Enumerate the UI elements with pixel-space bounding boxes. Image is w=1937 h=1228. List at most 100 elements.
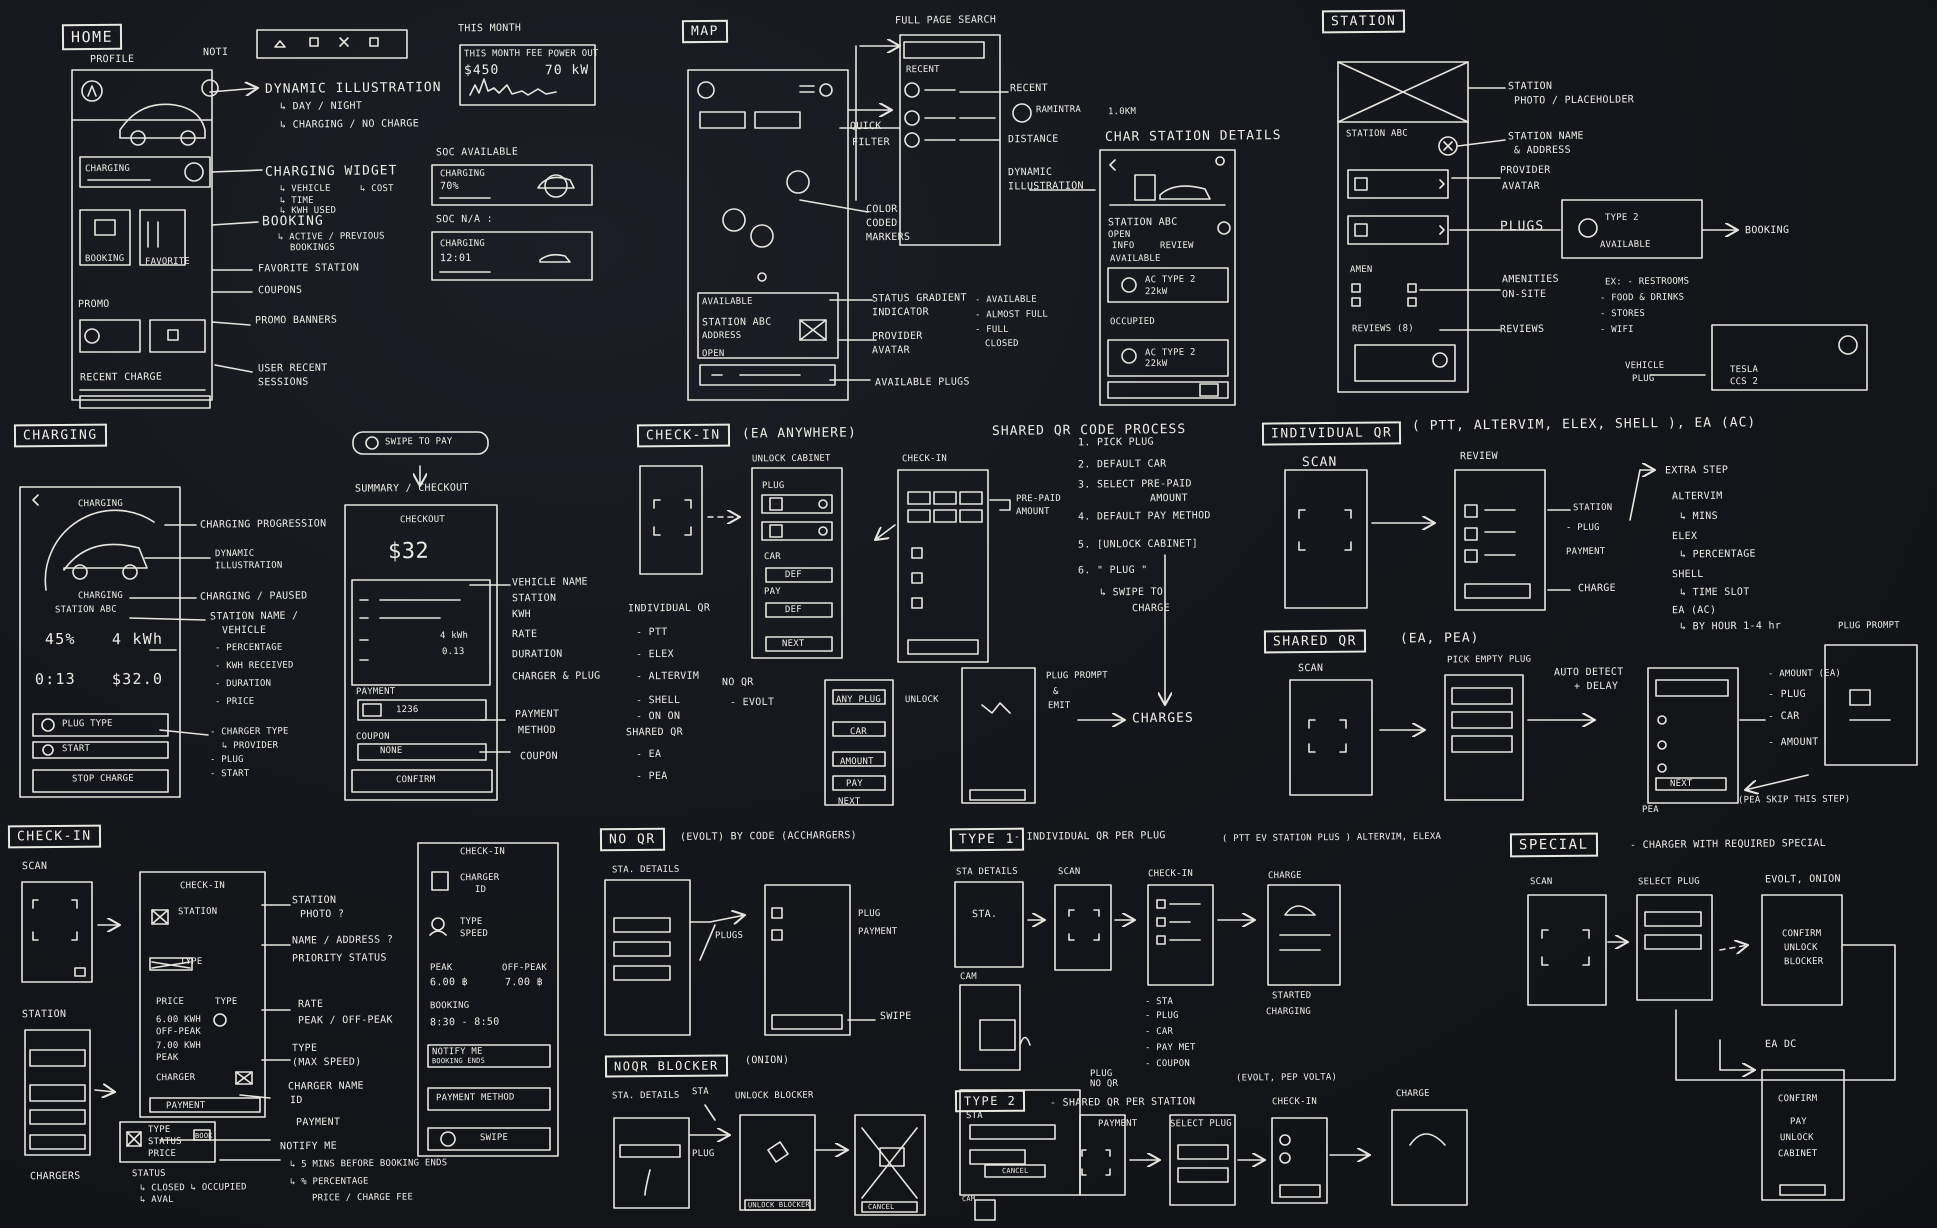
section-title-indqr: INDIVIDUAL QR bbox=[1261, 421, 1402, 446]
ea-next-button[interactable]: NEXT bbox=[781, 638, 805, 650]
ea-prepaid: PRE-PAID bbox=[1015, 493, 1061, 505]
ea-step-3-amount: AMOUNT bbox=[1149, 492, 1188, 505]
ea-step-5: 5. [UNLOCK CABINET] bbox=[1077, 538, 1199, 551]
charging-p-percentage: - PERCENTAGE bbox=[214, 642, 283, 654]
map-d-plug-2: AC TYPE 2 bbox=[1144, 347, 1196, 359]
type1-cam: CAM bbox=[959, 971, 977, 983]
checkin-typebox-book[interactable]: BOOK bbox=[194, 1131, 213, 1141]
noqr-unlock-button[interactable]: UNLOCK BLOCKER bbox=[747, 1200, 810, 1210]
home-promo-banners: PROMO BANNERS bbox=[254, 314, 338, 327]
checkin-notify-2: ↳ % PERCENTAGE bbox=[289, 1176, 369, 1188]
checkin-price-label: PRICE bbox=[155, 996, 185, 1008]
ea-step-6-charge: CHARGE bbox=[1131, 602, 1170, 615]
map-status-closed: CLOSED bbox=[984, 338, 1019, 350]
charging-provider: ↳ PROVIDER bbox=[221, 740, 279, 752]
section-title-charging: CHARGING bbox=[13, 423, 107, 448]
checkin-typebox-status: STATUS bbox=[147, 1136, 182, 1148]
ea-step-3: 3. SELECT PRE-PAID bbox=[1077, 478, 1192, 491]
station-amenities: AMENITIES bbox=[1501, 273, 1559, 286]
noqr-sta-details-2: STA. DETAILS bbox=[611, 1090, 680, 1102]
ea-m-anyplug: ANY PLUG bbox=[835, 694, 881, 706]
home-widget-cost: ↳ COST bbox=[359, 183, 394, 195]
type2-payment: PAYMENT bbox=[1097, 1118, 1138, 1130]
payment-method-button[interactable]: PAYMENT METHOD bbox=[435, 1092, 515, 1104]
swipe-to-pay-button[interactable]: SWIPE TO PAY bbox=[384, 436, 453, 448]
checkin-detail-offpeak: OFF-PEAK bbox=[501, 962, 547, 974]
ea-ind-shell: - SHELL bbox=[635, 694, 681, 707]
ea-ind-elex: - ELEX bbox=[635, 648, 674, 661]
checkin-detail-type: TYPE bbox=[459, 916, 483, 928]
special-unlock: UNLOCK bbox=[1783, 942, 1818, 954]
home-charging-box: CHARGING bbox=[84, 163, 130, 175]
ea-flow-frames bbox=[640, 466, 1165, 805]
station-reviews: REVIEWS bbox=[1499, 323, 1545, 336]
ea-step-1: 1. PICK PLUG bbox=[1077, 436, 1154, 449]
map-recent-list-label: RECENT bbox=[905, 64, 940, 76]
ea-step-2: 2. DEFAULT CAR bbox=[1077, 458, 1167, 471]
charging-phone-frame bbox=[20, 487, 180, 797]
special-c-cabinet: CABINET bbox=[1777, 1148, 1818, 1160]
station-wifi: - WIFI bbox=[1599, 324, 1634, 336]
indqr-percentage: ↳ PERCENTAGE bbox=[1679, 548, 1756, 561]
station-onsite: ON-SITE bbox=[1501, 288, 1547, 301]
checkin-type: TYPE bbox=[291, 1042, 318, 1055]
type1-charging: CHARGING bbox=[1265, 1006, 1311, 1018]
checkin-station-label: STATION bbox=[177, 906, 218, 918]
charging-station-label: STATION ABC bbox=[54, 604, 117, 616]
checkin-p4: PEAK bbox=[155, 1052, 179, 1064]
charging-duration: 0:13 bbox=[34, 669, 77, 689]
ea-car-label: CAR bbox=[763, 551, 781, 563]
checkout-amount: $32 bbox=[387, 538, 430, 565]
checkin-priority: PRIORITY STATUS bbox=[291, 952, 387, 965]
noqr-cancel-button[interactable]: CANCEL bbox=[867, 1202, 895, 1212]
noqr-plug: PLUG bbox=[857, 908, 881, 920]
confirm-button[interactable]: CONFIRM bbox=[395, 774, 436, 786]
checkout-payment-method: PAYMENT bbox=[514, 708, 560, 721]
ea-individual-qr: INDIVIDUAL QR bbox=[627, 602, 711, 615]
checkout-rate: RATE bbox=[511, 628, 538, 641]
special-ea-dc: EA DC bbox=[1764, 1038, 1797, 1051]
checkin-detail-booking: BOOKING bbox=[429, 1000, 470, 1012]
ea-anywhere: (EA ANYWHERE) bbox=[741, 425, 857, 442]
charging-start: - START bbox=[209, 768, 250, 780]
checkout-title: CHECKOUT bbox=[399, 514, 445, 526]
charging-p-price: - PRICE bbox=[214, 696, 255, 708]
type2-cancel-button[interactable]: CANCEL bbox=[1001, 1166, 1029, 1176]
checkin-detail-charger: CHARGER bbox=[459, 872, 500, 884]
checkin-detail-title: CHECK-IN bbox=[459, 846, 505, 858]
charging-kwh: 4 kWh bbox=[111, 629, 164, 649]
map-status-almost-full: - ALMOST FULL bbox=[974, 309, 1049, 321]
noqr-desc: (EVOLT) BY CODE (ACCHARGERS) bbox=[679, 830, 858, 843]
stop-charge-button[interactable]: STOP CHARGE bbox=[71, 773, 134, 785]
checkin-payment-label: PAYMENT bbox=[165, 1100, 206, 1112]
home-dynamic-illustration: DYNAMIC ILLUSTRATION bbox=[264, 80, 442, 97]
home-time-value: 12:01 bbox=[439, 252, 472, 265]
station-booking: BOOKING bbox=[1744, 224, 1790, 237]
checkin-detail-time: 8:30 - 8:50 bbox=[429, 1016, 500, 1029]
noqr-sta-details: STA. DETAILS bbox=[611, 864, 680, 876]
ea-noqr-evolt: - EVOLT bbox=[729, 696, 775, 709]
map-station-detail bbox=[1100, 150, 1235, 405]
checkin-status-aval: ↳ AVAL bbox=[139, 1194, 174, 1206]
map-card-address: ADDRESS bbox=[701, 330, 742, 342]
checkout-phone-frame bbox=[345, 432, 497, 800]
special-select-plug: SELECT PLUG bbox=[1637, 876, 1700, 888]
map-d-plug: AC TYPE 2 bbox=[1144, 274, 1196, 286]
home-dyn-charge: ↳ CHARGING / NO CHARGE bbox=[279, 118, 420, 131]
type1-desc: - INDIVIDUAL QR PER PLUG bbox=[1013, 830, 1166, 843]
checkout-payment-label: PAYMENT bbox=[355, 686, 396, 698]
checkin-scan: SCAN bbox=[21, 860, 48, 873]
type1-charge: CHARGE bbox=[1267, 870, 1302, 882]
swipe-button[interactable]: SWIPE bbox=[479, 1132, 509, 1144]
indqr-r-payment: PAYMENT bbox=[1565, 546, 1606, 558]
charging-vehicle: VEHICLE bbox=[221, 624, 267, 637]
checkout-charger-plug: CHARGER & PLUG bbox=[511, 670, 601, 683]
checkout-kwh: KWH bbox=[511, 608, 532, 621]
checkin-frames bbox=[22, 872, 290, 1162]
type1-noqr: NO QR bbox=[1089, 1078, 1119, 1090]
section-title-station: STATION bbox=[1321, 9, 1406, 34]
checkin-detail-speed: SPEED bbox=[459, 928, 489, 940]
checkin-detail-id: ID bbox=[474, 884, 487, 896]
map-quick: QUICK bbox=[849, 120, 882, 133]
